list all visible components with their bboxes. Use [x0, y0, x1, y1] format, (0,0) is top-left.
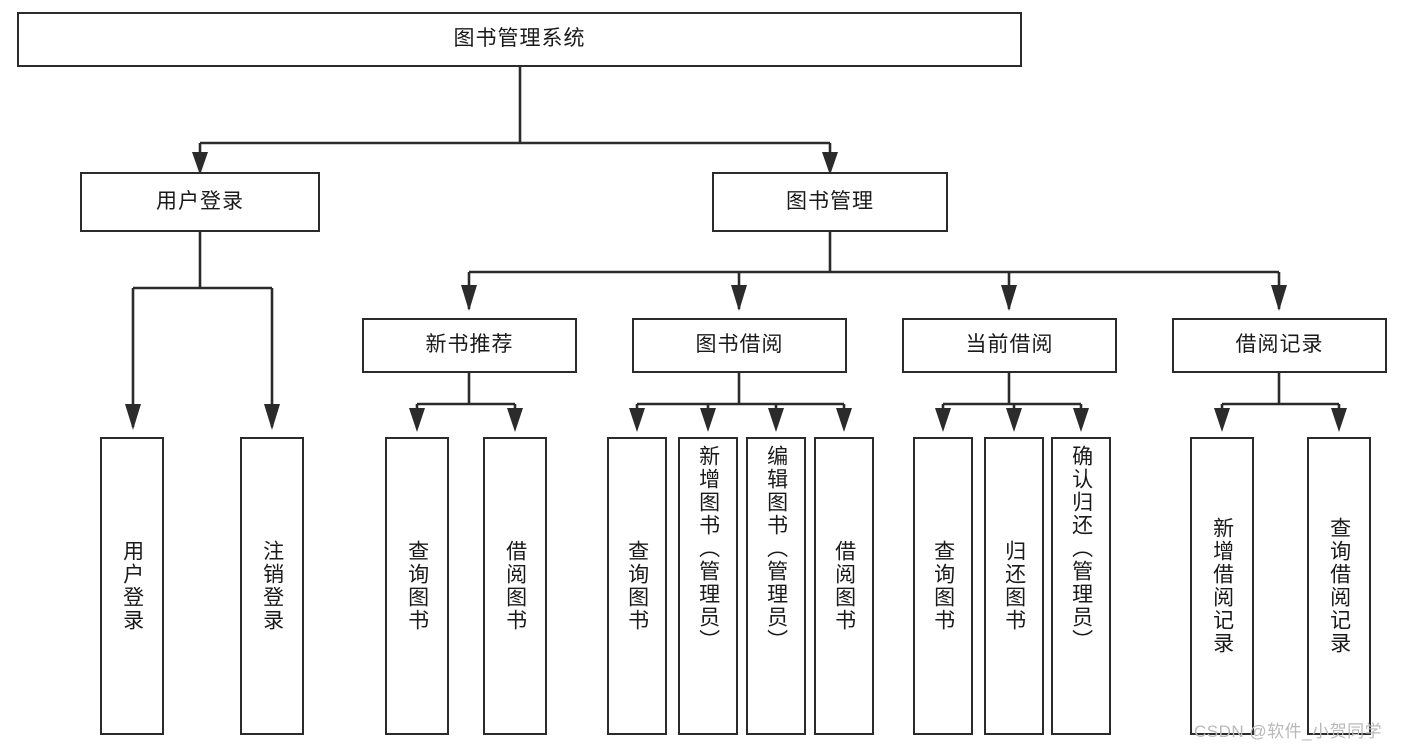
leaf-user-login[interactable]: 用户登录 — [100, 437, 164, 735]
leaf-user-logout[interactable]: 注销登录 — [240, 437, 304, 735]
node-new-book-recommend[interactable]: 新书推荐 — [362, 318, 577, 373]
leaf-query-book-2[interactable]: 查询图书 — [607, 437, 667, 735]
leaf-borrow-book-2-label: 借阅图书 — [832, 540, 856, 632]
node-book-borrow-label: 图书借阅 — [695, 333, 784, 357]
node-book-manage-label: 图书管理 — [786, 189, 874, 213]
node-user-login-label: 用户登录 — [156, 189, 244, 213]
node-root[interactable]: 图书管理系统 — [17, 12, 1022, 67]
leaf-return-book[interactable]: 归还图书 — [984, 437, 1044, 735]
node-borrow-record[interactable]: 借阅记录 — [1172, 318, 1387, 373]
leaf-query-borrow-record-label: 查询借阅记录 — [1327, 517, 1351, 655]
leaf-edit-book-admin-label: 编辑图书（管理员） — [764, 445, 788, 652]
node-current-borrow[interactable]: 当前借阅 — [902, 318, 1117, 373]
node-current-borrow-label: 当前借阅 — [965, 333, 1054, 357]
leaf-borrow-book-1-label: 借阅图书 — [503, 540, 527, 632]
leaf-user-login-label: 用户登录 — [120, 540, 144, 632]
leaf-user-logout-label: 注销登录 — [260, 540, 284, 632]
node-root-label: 图书管理系统 — [453, 27, 586, 51]
leaf-edit-book-admin[interactable]: 编辑图书（管理员） — [746, 437, 806, 735]
leaf-add-borrow-record-label: 新增借阅记录 — [1210, 517, 1234, 655]
leaf-query-book-3-label: 查询图书 — [931, 540, 955, 632]
node-borrow-record-label: 借阅记录 — [1235, 333, 1324, 357]
leaf-query-borrow-record[interactable]: 查询借阅记录 — [1307, 437, 1371, 735]
node-user-login[interactable]: 用户登录 — [80, 172, 320, 232]
node-book-borrow[interactable]: 图书借阅 — [632, 318, 847, 373]
leaf-add-book-admin[interactable]: 新增图书（管理员） — [678, 437, 738, 735]
leaf-query-book-1[interactable]: 查询图书 — [385, 437, 449, 735]
leaf-add-book-admin-label: 新增图书（管理员） — [696, 445, 720, 652]
node-new-book-recommend-label: 新书推荐 — [425, 333, 514, 357]
leaf-confirm-return[interactable]: 确认归还（管理员） — [1051, 437, 1111, 735]
node-book-manage[interactable]: 图书管理 — [712, 172, 948, 232]
leaf-query-book-1-label: 查询图书 — [405, 540, 429, 632]
leaf-borrow-book-1[interactable]: 借阅图书 — [483, 437, 547, 735]
leaf-query-book-3[interactable]: 查询图书 — [913, 437, 973, 735]
leaf-query-book-2-label: 查询图书 — [625, 540, 649, 632]
csdn-watermark: CSDN @软件_小贺同学 — [1194, 722, 1383, 741]
leaf-borrow-book-2[interactable]: 借阅图书 — [814, 437, 874, 735]
leaf-confirm-return-label: 确认归还（管理员） — [1069, 445, 1093, 652]
leaf-return-book-label: 归还图书 — [1002, 540, 1026, 632]
leaf-add-borrow-record[interactable]: 新增借阅记录 — [1190, 437, 1254, 735]
